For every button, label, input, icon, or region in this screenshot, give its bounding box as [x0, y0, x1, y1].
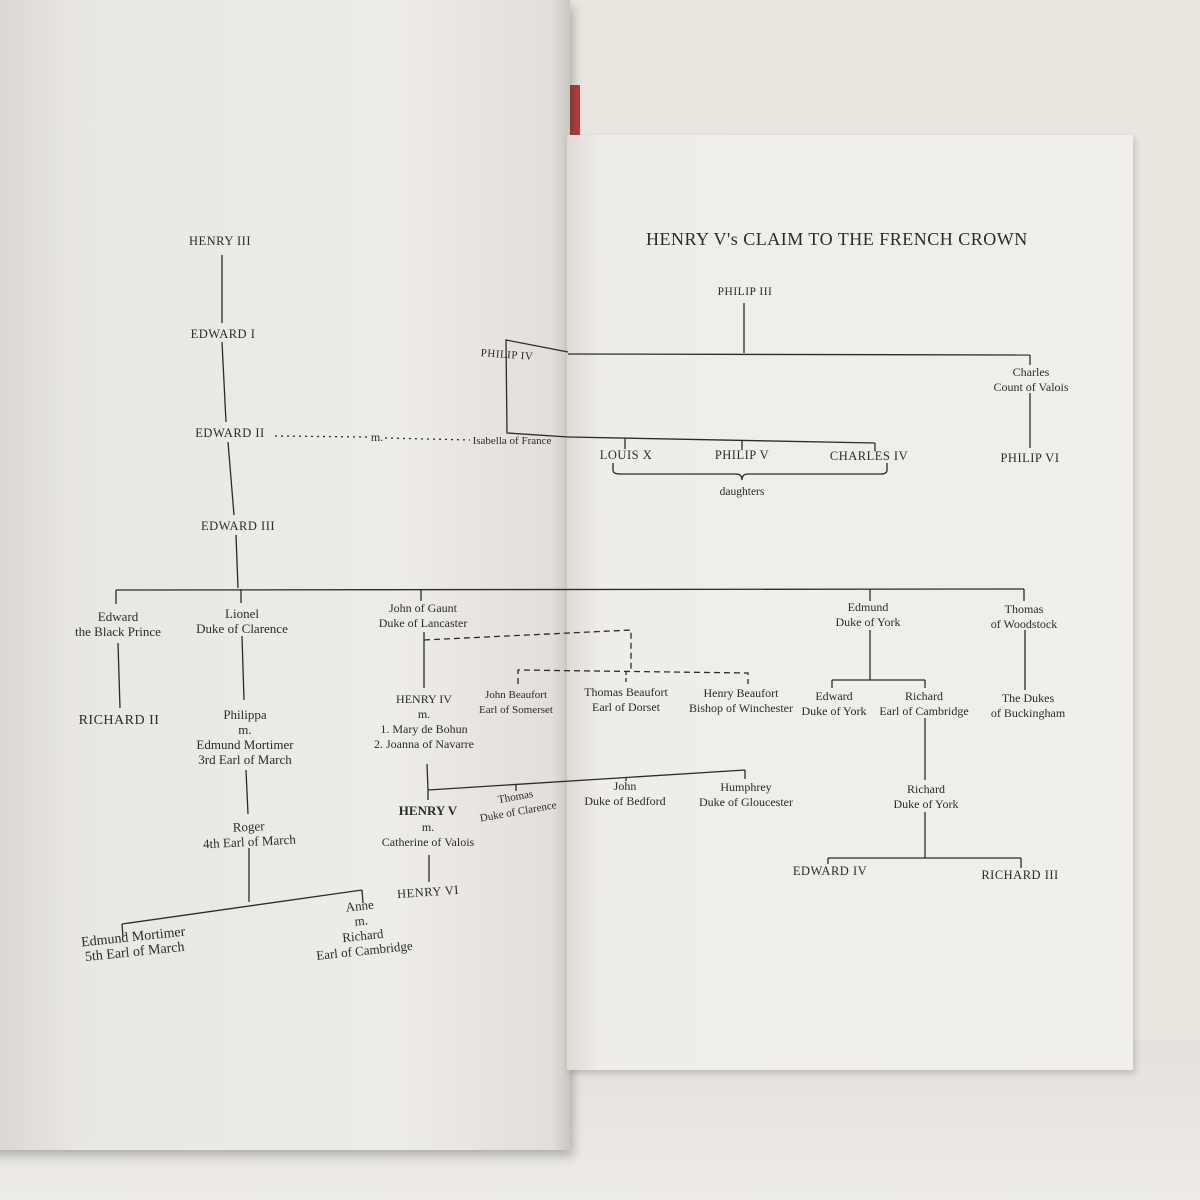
person-edward-duke-of-york: Edward Duke of York	[801, 689, 867, 718]
line-edward1-edward2	[221, 341, 227, 423]
person-richard-duke-of-york: Richard Duke of York	[893, 782, 959, 811]
person-charles-iv: CHARLES IV	[829, 449, 909, 463]
henry4-children-bar	[427, 769, 746, 791]
drop-edmund-mortimer	[121, 923, 124, 938]
person-isabella-of-france: Isabella of France	[472, 435, 552, 447]
beaufort-dashed-bar	[517, 669, 749, 684]
person-henry-beaufort: Henry Beaufort Bishop of Winchester	[689, 686, 793, 715]
person-humphrey-duke-of-gloucester: Humphrey Duke of Gloucester	[699, 780, 793, 809]
line-lionel-philippa	[241, 635, 245, 701]
person-john-beaufort: John Beaufort Earl of Somerset	[479, 689, 553, 716]
person-louis-x: LOUIS X	[599, 448, 653, 462]
person-lionel: Lionel Duke of Clarence	[196, 606, 288, 636]
drop-anne	[361, 889, 364, 904]
daughters-brace	[612, 463, 888, 481]
edward3-children-bar	[115, 588, 1025, 591]
person-thomas-of-woodstock: Thomas of Woodstock	[990, 602, 1058, 631]
person-philippa: Philippa m. Edmund Mortimer 3rd Earl of …	[196, 707, 294, 767]
person-henry-iii: HENRY III	[188, 234, 252, 248]
person-edward-iv: EDWARD IV	[792, 864, 868, 878]
roger-children-bar	[121, 889, 363, 925]
person-philip-iii: PHILIP III	[717, 286, 773, 298]
person-henry-v-marriage: m. Catherine of Valois	[381, 820, 475, 849]
person-henry-v: HENRY V	[398, 803, 458, 818]
person-edward-iii: EDWARD III	[200, 519, 276, 533]
line-philippa-roger	[245, 769, 249, 815]
person-richard-iii: RICHARD III	[981, 868, 1059, 882]
person-anne: Anne m. Richard Earl of Cambridge	[315, 896, 414, 963]
marriage-dots-right	[384, 437, 471, 441]
line-edward2-edward3	[227, 441, 235, 516]
philip4-bracket	[505, 339, 569, 438]
person-edward-ii: EDWARD II	[195, 426, 265, 440]
philip4-children-bar	[567, 436, 876, 444]
person-philip-vi: PHILIP VI	[1000, 451, 1060, 465]
person-john-duke-of-bedford: John Duke of Bedford	[584, 779, 666, 808]
person-roger: Roger 4th Earl of March	[202, 818, 297, 852]
line-henry4-children	[426, 763, 429, 791]
person-edward-black-prince: Edward the Black Prince	[75, 609, 161, 639]
person-richard-earl-of-cambridge: Richard Earl of Cambridge	[879, 689, 969, 718]
line-black-prince-richard2	[117, 642, 121, 709]
person-edmund-duke-of-york: Edmund Duke of York	[835, 600, 901, 629]
person-charles-count-of-valois: Charles Count of Valois	[993, 365, 1069, 394]
line-edward3-sons	[235, 534, 239, 589]
person-henry-iv: HENRY IV m. 1. Mary de Bohun 2. Joanna o…	[374, 692, 474, 751]
person-philip-v: PHILIP V	[714, 448, 770, 462]
person-edward-i: EDWARD I	[190, 327, 256, 341]
marriage-dots-left	[274, 435, 369, 438]
daughters-label: daughters	[719, 486, 765, 498]
right-page	[567, 135, 1133, 1070]
person-dukes-of-buckingham: The Dukes of Buckingham	[990, 691, 1066, 720]
left-page	[0, 0, 570, 1150]
person-john-of-gaunt: John of Gaunt Duke of Lancaster	[378, 601, 468, 630]
marriage-marker: m.	[370, 430, 384, 444]
person-thomas-beaufort: Thomas Beaufort Earl of Dorset	[584, 685, 668, 714]
philip3-children-bar	[567, 353, 1031, 356]
page-title: HENRY V's CLAIM TO THE FRENCH CROWN	[646, 229, 1028, 249]
beaufort-dashed-link	[423, 629, 632, 670]
person-richard-ii: RICHARD II	[78, 713, 160, 728]
